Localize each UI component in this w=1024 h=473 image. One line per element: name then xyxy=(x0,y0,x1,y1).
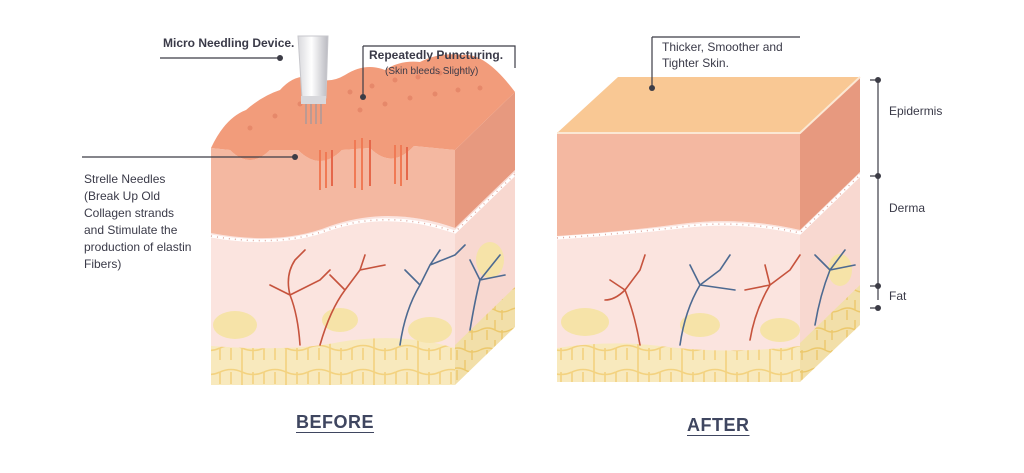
after-epidermis-front xyxy=(557,133,800,236)
epidermis-label: Epidermis xyxy=(889,104,943,118)
after-skin-block xyxy=(556,76,862,382)
after-fat-side xyxy=(800,285,860,382)
leader-lines xyxy=(82,36,879,309)
after-caption: AFTER xyxy=(687,415,750,435)
after-fat-globules xyxy=(561,254,852,342)
before-fat-side xyxy=(455,287,515,385)
before-needle-channels xyxy=(319,138,408,190)
leader-dots xyxy=(277,55,881,311)
micro-needling-device xyxy=(297,35,329,124)
derma-label: Derma xyxy=(889,201,926,215)
device-label: Micro Needling Device. xyxy=(163,36,295,50)
bleeds-label: (Skin bleeds Slightly) xyxy=(385,66,479,77)
needle-tips xyxy=(305,104,322,124)
after-derma-layer xyxy=(557,221,800,351)
before-derma-layer xyxy=(211,215,455,349)
after-fat-layer xyxy=(557,341,800,382)
after-blood-vessels xyxy=(604,249,856,346)
before-skin-block xyxy=(210,35,517,385)
before-epidermis-side xyxy=(455,92,515,228)
after-epidermis-side xyxy=(800,77,860,230)
before-fat-layer xyxy=(211,336,455,385)
before-epidermis-top xyxy=(211,54,515,161)
fat-label: Fat xyxy=(889,289,907,303)
needles-label: Strelle Needles (Break Up Old Collagen s… xyxy=(84,172,192,271)
after-epidermis-top xyxy=(557,77,860,133)
before-pore-dots xyxy=(247,67,483,131)
before-blood-vessels xyxy=(269,244,506,346)
result-label: Thicker, Smoother and Tighter Skin. xyxy=(662,40,783,70)
before-caption: BEFORE xyxy=(296,412,375,432)
puncturing-label: Repeatedly Puncturing. xyxy=(369,48,504,62)
